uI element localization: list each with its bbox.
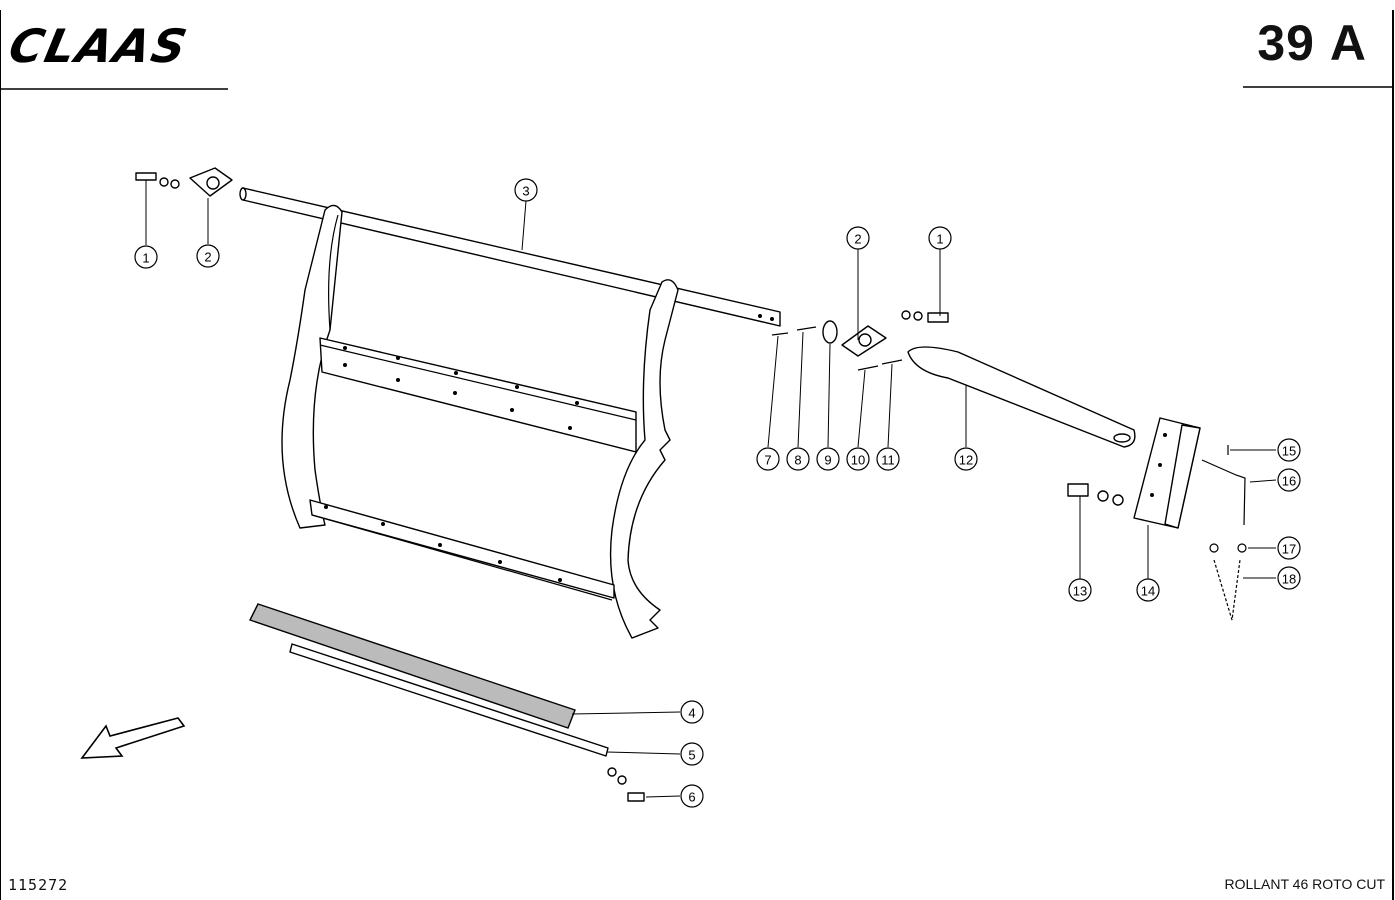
callout-5: 5 xyxy=(680,742,704,766)
callout-11: 11 xyxy=(876,447,900,471)
bracket-block xyxy=(1133,417,1201,529)
svg-text:2: 2 xyxy=(854,232,861,247)
wear-strip xyxy=(249,603,576,729)
frame-assembly xyxy=(239,187,781,639)
svg-text:1: 1 xyxy=(142,251,149,266)
callout-7: 7 xyxy=(756,447,780,471)
svg-text:CLAAS: CLAAS xyxy=(6,19,193,72)
callout-3: 3 xyxy=(514,178,538,202)
svg-text:10: 10 xyxy=(851,453,865,468)
svg-text:13: 13 xyxy=(1073,584,1087,599)
lock-pin-and-chain xyxy=(1201,445,1247,621)
right-bearing-flange xyxy=(841,310,949,357)
callout-10: 10 xyxy=(846,447,870,471)
page-number-suffix: A xyxy=(1329,15,1367,71)
svg-text:6: 6 xyxy=(688,790,695,805)
callout-12: 12 xyxy=(954,447,978,471)
svg-text:14: 14 xyxy=(1141,584,1155,599)
pins-and-washer xyxy=(771,320,903,371)
svg-text:7: 7 xyxy=(764,453,771,468)
svg-text:1: 1 xyxy=(936,232,943,247)
callout-8: 8 xyxy=(786,447,810,471)
svg-text:3: 3 xyxy=(522,184,529,199)
svg-text:5: 5 xyxy=(688,748,695,763)
travel-direction-arrow xyxy=(80,717,186,759)
svg-text:11: 11 xyxy=(881,453,895,468)
svg-text:8: 8 xyxy=(794,453,801,468)
svg-text:18: 18 xyxy=(1282,572,1296,587)
left-bolt xyxy=(135,172,180,189)
fastening-bolt xyxy=(607,767,645,802)
document-id: 115272 xyxy=(8,876,69,894)
bracket-bolt xyxy=(1067,483,1124,506)
callout-1-left: 1 xyxy=(134,245,158,269)
svg-text:16: 16 xyxy=(1282,474,1296,489)
svg-text:12: 12 xyxy=(959,453,973,468)
svg-text:4: 4 xyxy=(688,706,695,721)
callout-6: 6 xyxy=(680,784,704,808)
callout-14: 14 xyxy=(1136,578,1160,602)
leader-lines xyxy=(145,180,1277,798)
callout-17: 17 xyxy=(1277,536,1301,560)
model-name: ROLLANT 46 ROTO CUT xyxy=(1224,876,1385,892)
callout-9: 9 xyxy=(816,447,840,471)
callout-15: 15 xyxy=(1277,438,1301,462)
callout-2-left: 2 xyxy=(196,244,220,268)
svg-text:2: 2 xyxy=(204,250,211,265)
callout-2-right: 2 xyxy=(846,226,870,250)
callout-4: 4 xyxy=(680,700,704,724)
support-arm xyxy=(907,346,1136,448)
callout-16: 16 xyxy=(1277,468,1301,492)
callout-1-right: 1 xyxy=(928,226,952,250)
backing-strip xyxy=(289,643,609,757)
callout-13: 13 xyxy=(1068,578,1092,602)
page-number: 39 A xyxy=(1257,14,1367,72)
svg-text:17: 17 xyxy=(1282,542,1296,557)
page-number-value: 39 xyxy=(1257,15,1315,71)
svg-text:15: 15 xyxy=(1282,444,1296,459)
left-bearing-flange xyxy=(189,167,233,197)
callout-18: 18 xyxy=(1277,566,1301,590)
claas-logo: CLAAS xyxy=(6,19,193,72)
svg-text:9: 9 xyxy=(824,453,831,468)
